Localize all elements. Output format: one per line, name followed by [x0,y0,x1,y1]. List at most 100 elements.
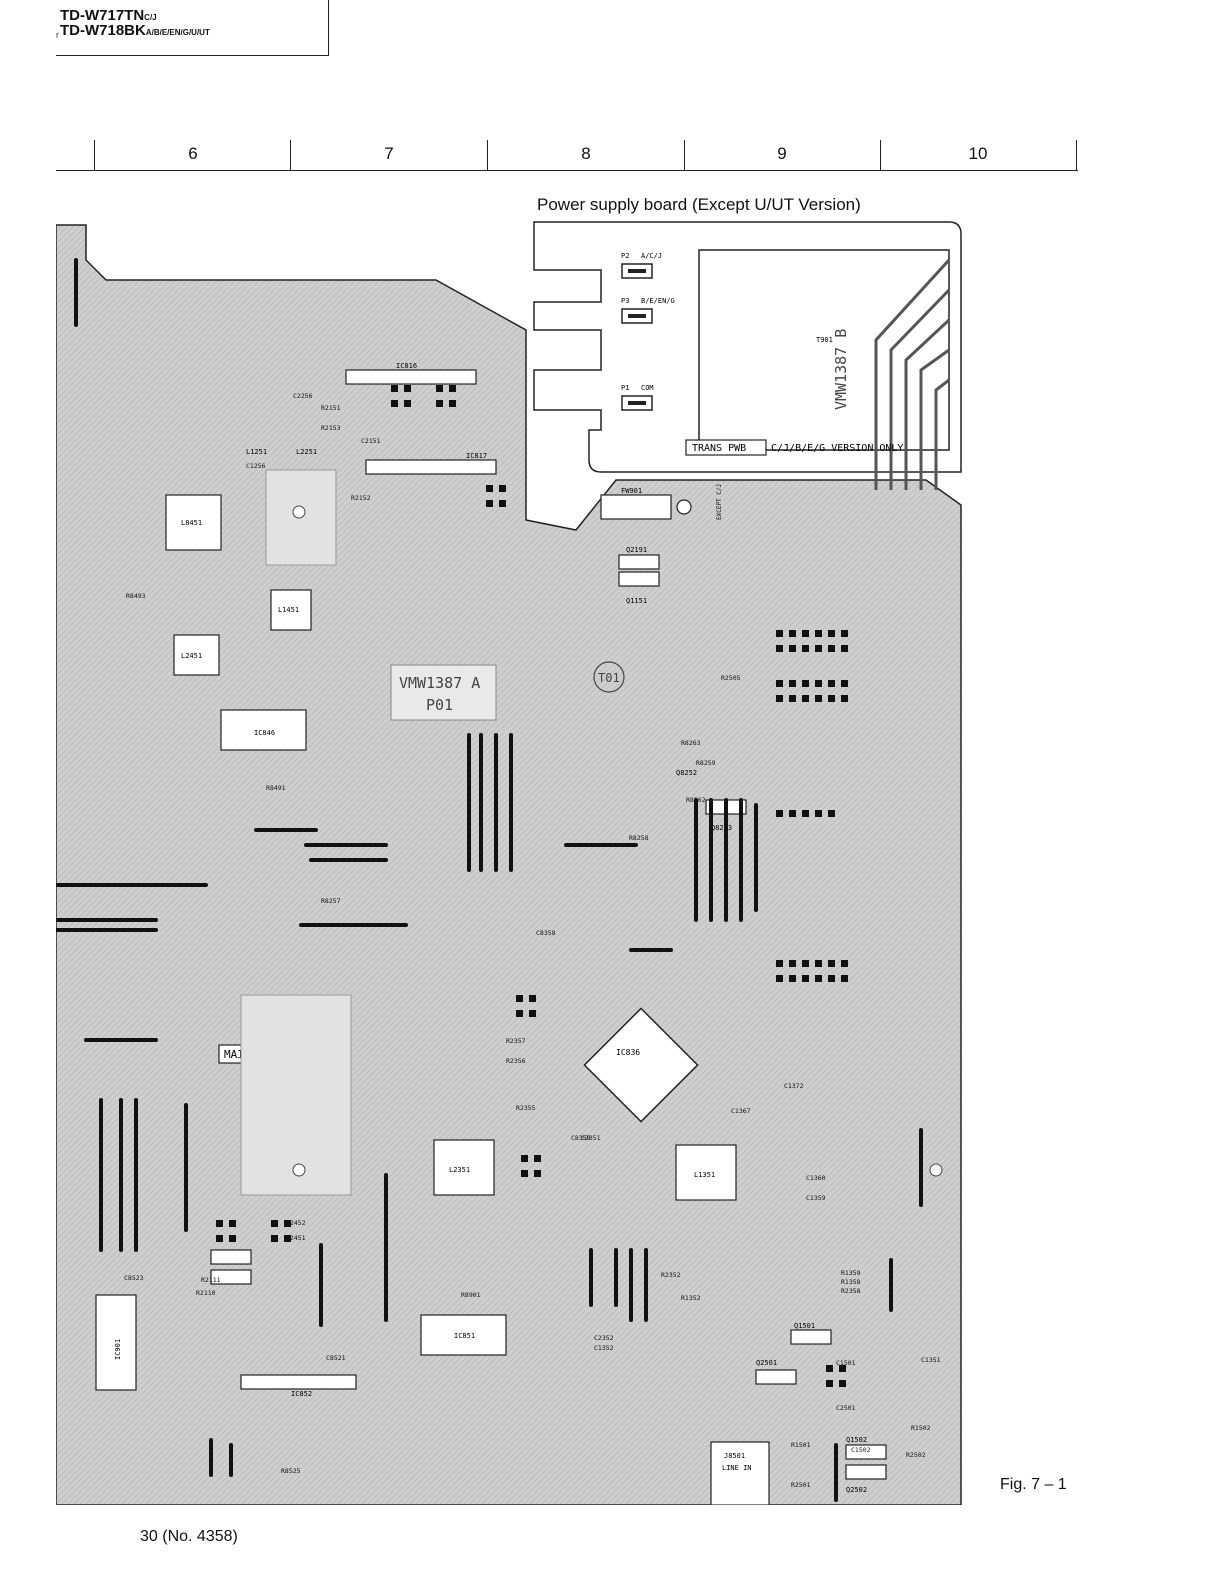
corner-mark: r [56,30,59,40]
fw901-connector [600,494,672,520]
ic852 [240,1374,357,1390]
ic851-label: IC851 [454,1332,475,1340]
power-board-caption: Power supply board (Except U/UT Version) [537,195,861,214]
plug-p1: P1 COM [621,384,654,411]
c1501-label: C1501 [836,1359,856,1367]
c1367-label: C1367 [731,1107,751,1115]
q8252-label: Q8252 [676,769,697,777]
ic901-label: IC901 [114,1339,122,1360]
r8258-label: R8263 [681,739,701,747]
q1502-label: Q1502 [846,1436,867,1444]
ic851 [420,1314,507,1356]
model-2-suffix: A/B/E/EN/G/U/UT [145,28,210,37]
q2502-label: Q2502 [846,1486,867,1494]
q2501-label: Q2501 [756,1359,777,1367]
except-note: EXCEPT C/J [716,484,723,520]
c1351-label: C1351 [921,1356,941,1364]
r8263-label: R8262 [686,796,706,804]
plug-p3-label: B/E/EN/G [641,297,675,305]
figure-label: Fig. 7 – 1 [1000,1476,1067,1493]
pcb-svg: T901 VMW1387 B P2 A/C/J P3 B/E/EN/G P1 C… [54,221,962,1506]
c2151-label: C2151 [361,437,381,445]
ic816 [345,369,477,385]
ic817-label: IC817 [466,452,487,460]
zone-number: 8 [581,144,591,163]
r2151-label: R2151 [321,404,341,412]
c1502-label: C1502 [851,1446,871,1454]
r2502-label: R2502 [906,1451,926,1459]
mounting-hole [676,499,692,515]
r8359-label: R8258 [629,834,649,842]
coil-l2351 [433,1139,495,1196]
r8262-label: R8259 [696,759,716,767]
mounting-hole [292,505,306,519]
component-labels: R2355 R2356 R2357 R1352 R2352 R1359 R135… [124,392,941,1489]
model-number-2: TD-W718BKA/B/E/EN/G/U/UT [60,23,210,41]
transformer-leads [874,258,951,490]
r8511-label: R8901 [461,1291,481,1299]
coil-l1251-label: L1251 [246,448,267,456]
c1359-label: C1359 [806,1194,826,1202]
r1358-label: R1358 [841,1278,861,1286]
transformer-box [698,249,950,451]
r1453-label: R8493 [126,592,146,600]
model-1-suffix: C/J [144,13,157,22]
coil-l8451 [165,494,222,551]
t01-label: T01 [598,671,620,685]
ic846-label: IC846 [254,729,275,737]
c2351-label: C2351 [581,1134,601,1142]
plug-p3: P3 B/E/EN/G [621,297,675,324]
trans-pwb-box [685,439,767,456]
coil-l2251-label: L2251 [296,448,317,456]
t01-marker [593,661,625,693]
ic901 [95,1294,137,1391]
coil-l2351-label: L2351 [449,1166,470,1174]
plug-p2: P2 A/C/J [621,252,662,279]
power-board-code: VMW1387 B [832,329,850,410]
c1360-label: C1360 [806,1174,826,1182]
model-number-1: TD-W717TNC/J [60,8,157,26]
zone-ruler: 6 7 8 9 10 [56,140,1078,171]
c8358-label: C8358 [536,929,556,937]
zone-number: 10 [968,144,988,163]
c8512-label: C8521 [326,1354,346,1362]
board-code-box [390,664,497,721]
r2358-label: R2358 [841,1287,861,1295]
jumper-wires [54,258,923,1502]
fw901-label: FW901 [621,487,642,495]
coil-l1351 [675,1144,737,1201]
r8904-label: R2111 [201,1276,221,1284]
ruler-divider [94,140,95,170]
r8257-label: R2505 [721,674,741,682]
zone-number: 7 [384,144,394,163]
r8259-label: R8257 [321,897,341,905]
r2355-label: R2355 [516,1104,536,1112]
ic836-label: IC836 [616,1048,640,1057]
c8359-label: C8359 [571,1134,591,1142]
q2191-label: Q2191 [626,546,647,554]
zone-number: 9 [777,144,787,163]
c1352-label: C1352 [594,1344,614,1352]
r2152-label: R2152 [351,494,371,502]
mounting-hole [292,1163,306,1177]
q8253-label: Q8253 [711,824,732,832]
ruler-divider [684,140,685,170]
plug-p2-label: A/C/J [641,252,662,260]
plug-p2-id: P2 [621,252,629,260]
model-1-text: TD-W717TN [60,7,145,24]
c2352-label: C2352 [594,1334,614,1342]
r2452-label: R8491 [266,784,286,792]
blank-area-1 [240,994,352,1196]
ruler-divider [487,140,488,170]
coil-l1451 [270,589,312,631]
ruler-divider [880,140,881,170]
coil-l8451-label: L8451 [181,519,202,527]
jack-id: J8501 [724,1452,745,1460]
header-box [56,0,329,56]
coil-l2451-label: L2451 [181,652,202,660]
q1501-label: Q1501 [794,1322,815,1330]
c2256-label: C2256 [293,392,313,400]
r8528-label: R8525 [281,1467,301,1475]
r1359-label: R1359 [841,1269,861,1277]
pcb-diagram: T901 VMW1387 B P2 A/C/J P3 B/E/EN/G P1 C… [54,220,976,1506]
